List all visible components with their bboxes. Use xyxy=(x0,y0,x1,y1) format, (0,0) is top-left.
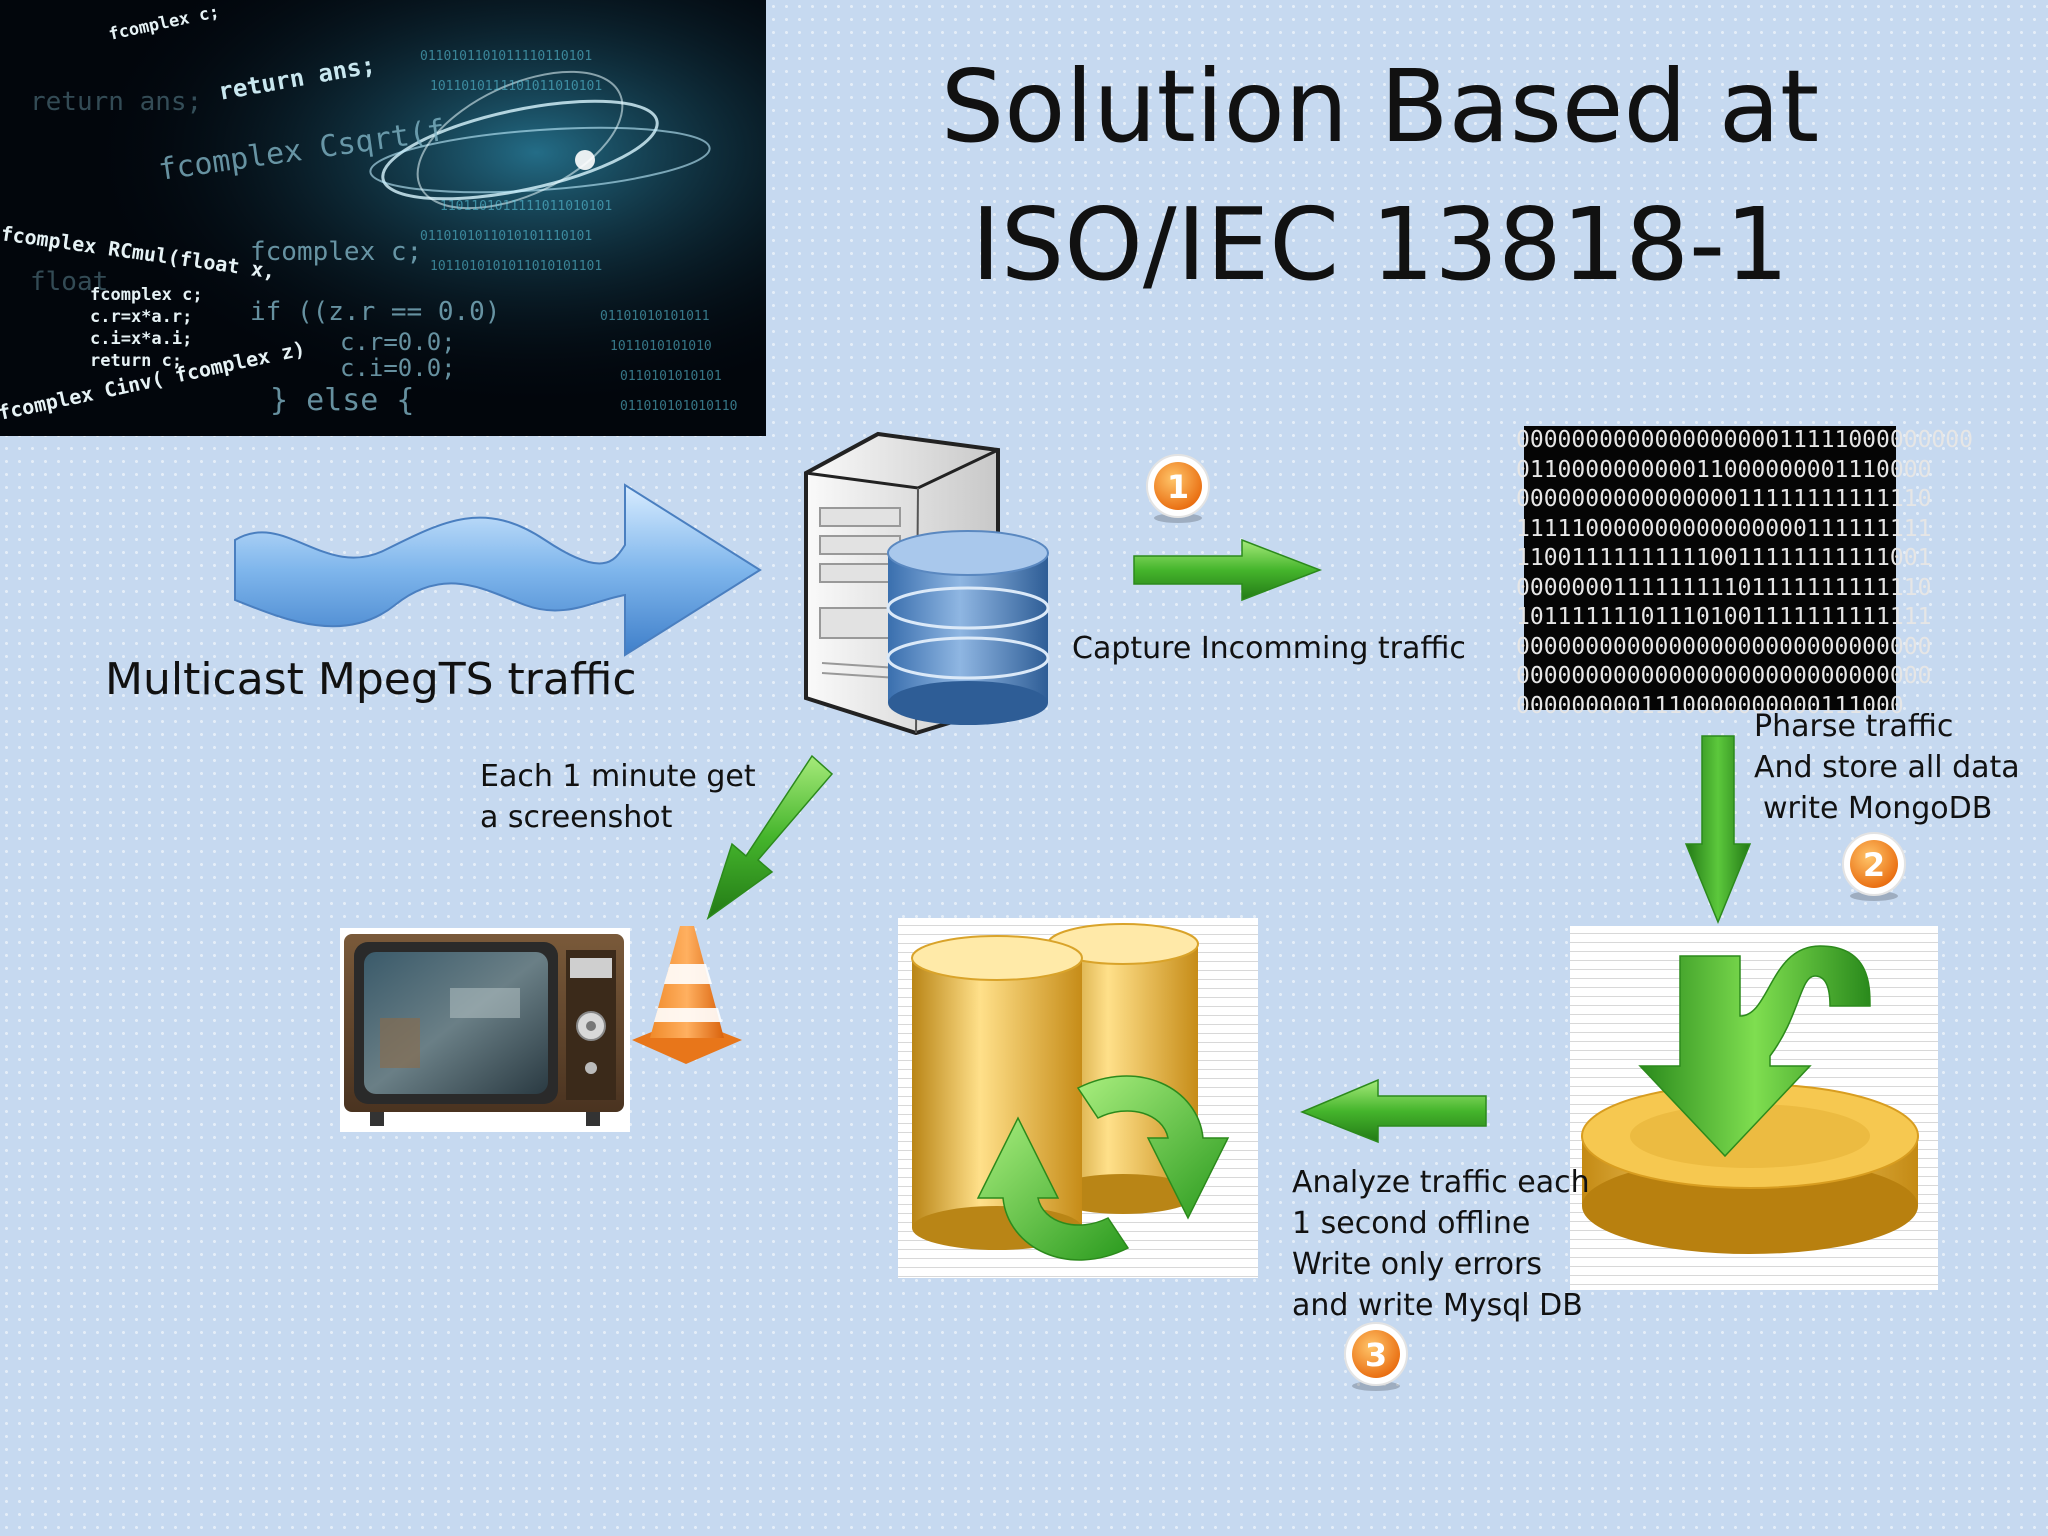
svg-text:0110101010101: 0110101010101 xyxy=(620,369,722,384)
television-icon xyxy=(340,928,630,1132)
step-2-badge-icon: 2 xyxy=(1842,832,1906,901)
binary-row: 000000000000000000011111000000000 xyxy=(1516,427,1973,453)
analyze-line-4: and write Mysql DB xyxy=(1292,1288,1583,1323)
svg-text:} else {: } else { xyxy=(270,383,415,418)
svg-text:0110101101011110110101: 0110101101011110110101 xyxy=(420,49,592,64)
title-line-1: Solution Based at xyxy=(940,48,1820,165)
binary-row: 000000000000000000000000000000 xyxy=(1516,663,1932,689)
badge-3-number: 3 xyxy=(1365,1336,1387,1374)
code-background-image: 0110101101011110110101 10110101111010110… xyxy=(0,0,766,436)
svg-text:1011010111101011010101: 1011010111101011010101 xyxy=(430,79,602,94)
green-arrow-diagonal-icon xyxy=(706,754,834,920)
analyze-traffic-label: Analyze traffic each 1 second offline Wr… xyxy=(1292,1162,1590,1326)
binary-row: 011000000000011000000001110000 xyxy=(1516,456,1932,483)
screenshot-label: Each 1 minute get a screenshot xyxy=(480,756,756,838)
svg-text:return c;: return c; xyxy=(90,351,182,371)
svg-text:1101101011111011010101: 1101101011111011010101 xyxy=(440,199,612,214)
database-import-icon xyxy=(1570,926,1938,1290)
multicast-traffic-label: Multicast MpegTS traffic xyxy=(105,654,637,705)
parse-line-1: Pharse traffic xyxy=(1754,709,1954,744)
svg-text:011010101010110: 011010101010110 xyxy=(620,399,737,414)
capture-traffic-label: Capture Incomming traffic xyxy=(1072,631,1466,666)
analyze-line-3: Write only errors xyxy=(1292,1247,1542,1282)
svg-text:float: float xyxy=(30,267,108,297)
svg-text:1011010101010: 1011010101010 xyxy=(610,339,712,354)
green-arrow-right-icon xyxy=(1133,538,1323,602)
database-refresh-icon xyxy=(898,918,1258,1278)
wavy-blue-arrow-icon xyxy=(234,483,762,657)
code-graphic: 0110101101011110110101 10110101111010110… xyxy=(0,0,766,436)
svg-text:return ans;: return ans; xyxy=(30,87,202,117)
vlc-cone-icon xyxy=(632,926,742,1064)
svg-text:if ((z.r == 0.0): if ((z.r == 0.0) xyxy=(250,297,500,327)
step-3-badge-icon: 3 xyxy=(1344,1322,1408,1391)
badge-2-number: 2 xyxy=(1863,846,1885,884)
binary-row: 000000000000000000000000000000 xyxy=(1516,633,1932,660)
binary-row: 0000000001110000000000111000 xyxy=(1516,692,1904,719)
step-1-badge-icon: 1 xyxy=(1146,454,1210,523)
svg-text:0110101011010101110101: 0110101011010101110101 xyxy=(420,229,592,244)
binary-row: 000000000000000011111111111110 xyxy=(1516,486,1932,512)
binary-data-image: 000000000000000000011111000000000 011000… xyxy=(1516,426,1973,719)
svg-text:c.i=0.0;: c.i=0.0; xyxy=(340,354,456,382)
screenshot-line-2: a screenshot xyxy=(480,800,673,835)
svg-text:c.i=x*a.i;: c.i=x*a.i; xyxy=(90,329,192,349)
binary-row: 110011111111110011111111111001 xyxy=(1516,545,1932,571)
svg-text:fcomplex c;: fcomplex c; xyxy=(250,237,422,267)
analyze-line-1: Analyze traffic each xyxy=(1292,1165,1590,1200)
binary-row: 111110000000000000000111111111 xyxy=(1516,515,1932,542)
analyze-line-2: 1 second offline xyxy=(1292,1206,1531,1241)
screenshot-line-1: Each 1 minute get xyxy=(480,759,756,794)
binary-row: 101111111011101001111111111111 xyxy=(1516,604,1932,630)
svg-text:01101010101011: 01101010101011 xyxy=(600,309,710,324)
svg-text:c.r=x*a.r;: c.r=x*a.r; xyxy=(90,307,192,327)
svg-text:1011010101011010101101: 1011010101011010101101 xyxy=(430,259,602,274)
badge-1-number: 1 xyxy=(1167,468,1189,506)
parse-traffic-label: Pharse traffic And store all data write … xyxy=(1754,706,2020,829)
green-arrow-left-icon xyxy=(1300,1078,1487,1144)
binary-row: 000000011111111101111111111110 xyxy=(1516,574,1932,601)
svg-text:c.r=0.0;: c.r=0.0; xyxy=(340,328,456,356)
parse-line-2: And store all data xyxy=(1754,750,2020,785)
parse-line-3: write MongoDB xyxy=(1763,791,1993,826)
title-line-2: ISO/IEC 13818-1 xyxy=(971,186,1789,303)
green-arrow-down-icon xyxy=(1684,735,1752,924)
slide-title: Solution Based at ISO/IEC 13818-1 xyxy=(880,38,1880,314)
svg-text:fcomplex c;: fcomplex c; xyxy=(90,285,203,305)
server-database-icon xyxy=(804,431,1050,736)
